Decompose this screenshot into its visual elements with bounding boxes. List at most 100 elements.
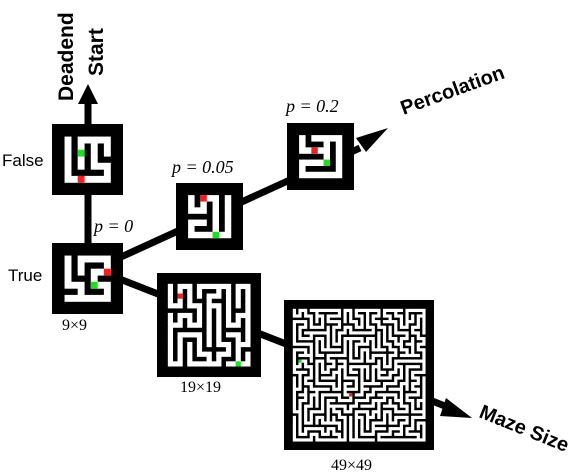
maze-path-cell <box>397 415 401 420</box>
maze-path-cell <box>385 376 389 380</box>
maze-path-cell <box>411 365 415 369</box>
p-zero-label: p = 0 <box>94 216 134 236</box>
maze-path-cell <box>298 432 302 436</box>
maze-path-cell <box>351 376 356 380</box>
maze-path-cell <box>212 201 220 208</box>
maze-path-cell <box>315 398 319 403</box>
maze-path-cell <box>397 376 401 380</box>
maze-path-cell <box>388 373 392 377</box>
maze-path-cell <box>422 365 426 369</box>
maze-path-cell <box>394 331 398 335</box>
maze-path-cell <box>371 342 375 346</box>
maze-path-cell <box>196 332 203 338</box>
maze-path-cell <box>64 281 72 289</box>
maze-path-cell <box>377 331 381 335</box>
maze-path-cell <box>177 356 183 362</box>
maze-path-cell <box>304 359 308 363</box>
maze-path-cell <box>194 219 201 227</box>
maze-path-cell <box>216 322 222 328</box>
maze-path-cell <box>366 314 370 318</box>
maze-path-cell <box>377 435 381 439</box>
maze-path-cell <box>343 370 347 374</box>
maze-path-cell <box>304 325 308 329</box>
maze-path-cell <box>187 346 193 352</box>
maze-path-cell <box>103 294 111 302</box>
maze-path-cell <box>304 342 308 346</box>
maze-path-cell <box>329 376 333 380</box>
maze-path-cell <box>329 404 333 408</box>
maze-path-cell <box>349 370 353 374</box>
maze-path-cell <box>413 438 418 442</box>
maze-path-cell <box>422 362 426 366</box>
maze-path-cell <box>366 393 370 397</box>
maze-path-cell <box>292 421 296 425</box>
maze-path-cell <box>337 404 342 408</box>
maze-path-cell <box>315 339 319 343</box>
maze-path-cell <box>337 413 342 417</box>
maze-path-cell <box>382 421 387 425</box>
maze-path-cell <box>354 429 358 434</box>
maze-path-cell <box>103 175 111 183</box>
maze-path-cell <box>315 336 319 341</box>
maze-path-cell <box>301 359 305 363</box>
maze-path-cell <box>337 348 342 352</box>
maze-path-cell <box>167 332 174 338</box>
maze-path-cell <box>408 432 412 436</box>
maze-path-cell <box>382 342 387 346</box>
maze-path-cell <box>371 421 375 425</box>
maze-path-cell <box>354 365 358 369</box>
maze-path-cell <box>216 341 222 348</box>
maze-path-cell <box>349 396 353 400</box>
maze-path-cell <box>320 362 325 366</box>
maze-path-cell <box>64 255 72 263</box>
maze-path-cell <box>177 341 183 348</box>
maze-path-cell <box>172 361 178 367</box>
maze-path-cell <box>397 427 401 431</box>
maze-path-cell <box>357 325 361 329</box>
maze-path-cell <box>245 308 251 314</box>
maze-path-cell <box>196 283 203 290</box>
maze-path-cell <box>377 314 381 318</box>
maze-path-cell <box>413 308 418 312</box>
maze-path-cell <box>416 365 420 369</box>
maze-path-cell <box>363 438 367 442</box>
maze-path-cell <box>416 435 420 439</box>
maze-path-cell <box>206 361 212 367</box>
maze-path-cell <box>225 341 232 348</box>
maze-path-cell <box>354 418 358 422</box>
maze-path-cell <box>320 432 325 436</box>
maze-path-cell <box>332 331 336 335</box>
maze-path-cell <box>309 410 313 414</box>
maze-path-cell <box>411 415 415 420</box>
maze-path-cell <box>385 314 389 318</box>
maze-path-cell <box>335 141 343 148</box>
maze-path-cell <box>332 373 336 377</box>
maze-path-cell <box>371 376 375 380</box>
maze-path-cell <box>405 353 409 358</box>
maze-path-cell <box>371 432 375 436</box>
maze-path-cell <box>413 376 418 380</box>
maze-path-cell <box>298 370 302 374</box>
maze-path-cell <box>354 370 358 374</box>
maze-path-cell <box>357 342 361 346</box>
maze-path-cell <box>349 438 353 442</box>
maze-path-cell <box>304 387 308 391</box>
maze-path-cell <box>405 342 409 346</box>
maze-path-cell <box>343 320 347 324</box>
maze-path-cell <box>343 415 347 420</box>
maze-path-cell <box>380 370 384 374</box>
maze-path-cell <box>366 317 370 321</box>
maze-path-cell <box>416 427 420 431</box>
maze-path-cell <box>422 308 426 312</box>
maze-path-cell <box>399 359 404 363</box>
maze-path-cell <box>304 393 308 397</box>
maze-path-cell <box>167 288 174 294</box>
maze-path-cell <box>326 413 330 417</box>
maze-path-cell <box>360 432 364 436</box>
maze-path-cell <box>422 311 426 315</box>
maze-path-cell <box>315 401 319 405</box>
maze-path-cell <box>354 435 358 439</box>
maze-path-cell <box>225 351 232 357</box>
maze-path-cell <box>335 432 339 436</box>
maze-path-cell <box>346 410 350 414</box>
